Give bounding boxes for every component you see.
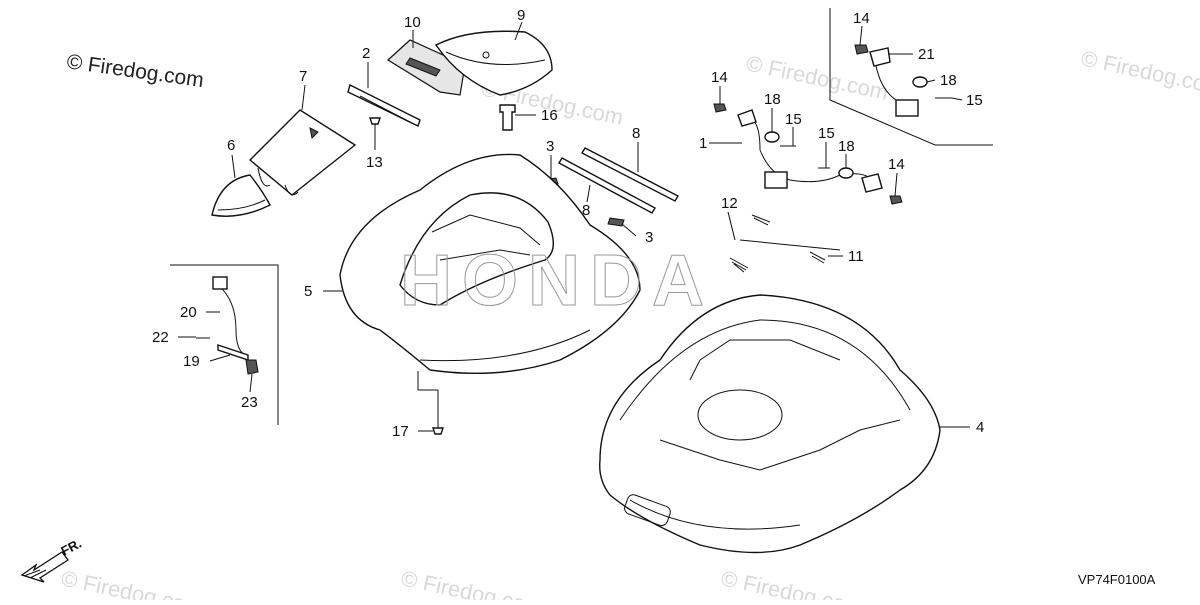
part-14-nut-a [713, 103, 727, 113]
part-7-logo [309, 127, 319, 140]
callout-2: 2 [362, 45, 370, 62]
part-4-front-edge [629, 499, 801, 530]
part-11-spring [809, 251, 826, 264]
inset-frame-right [829, 8, 993, 146]
callout-7: 7 [299, 68, 307, 85]
part-4-handle [624, 494, 671, 527]
watermark-faint: © Firedog.com [719, 565, 866, 600]
part-7-cover [248, 109, 357, 196]
callout-6: 6 [227, 137, 235, 154]
part-3-clip-b [607, 217, 625, 227]
callout-17: 17 [392, 423, 409, 440]
callout-15a: 15 [785, 111, 802, 128]
part-2-strip [347, 83, 421, 127]
part-8-rod-a [581, 147, 679, 202]
part-4-base [599, 294, 941, 554]
callout-12: 12 [721, 195, 738, 212]
arrow-hatching [23, 569, 47, 579]
inset-frame-left [170, 264, 279, 425]
brand-outline-text: HONDA [400, 241, 714, 321]
leader-lines [178, 21, 970, 432]
part-2-detail [359, 95, 411, 123]
part-21-switch [869, 47, 891, 67]
part-1-switch-a [737, 109, 757, 127]
callout-14c: 14 [853, 10, 870, 27]
part-7-clips [257, 167, 299, 196]
callout-18b: 18 [838, 138, 855, 155]
part-20-connector [212, 276, 228, 290]
part-9-edge [445, 51, 546, 65]
callout-20: 20 [180, 304, 197, 321]
callout-13: 13 [366, 154, 383, 171]
part-18-washer-a [764, 131, 780, 143]
part-10-display [405, 57, 441, 77]
part-9-hole [482, 51, 490, 59]
part-17-screw-head [432, 427, 444, 435]
watermark-faint: © Firedog.com [1079, 45, 1200, 100]
callout-15c: 15 [966, 92, 983, 109]
part-8-rod-b [558, 157, 656, 214]
callout-8b: 8 [582, 202, 590, 219]
callout-19: 19 [183, 353, 200, 370]
part-5-lower-edge [419, 329, 591, 362]
part-13-screw-head [369, 117, 381, 125]
faint-watermarks: © Firedog.com © Firedog.com © Firedog.co… [59, 45, 1200, 605]
part-1-connector [764, 171, 788, 189]
part-4-details [689, 339, 841, 381]
part-1-harness [739, 117, 876, 186]
callout-18a: 18 [764, 91, 781, 108]
part-21-connector [895, 99, 919, 117]
callout-16: 16 [541, 107, 558, 124]
callout-22: 22 [152, 329, 169, 346]
callout-18c: 18 [940, 72, 957, 89]
part-4-inner-line [659, 419, 901, 471]
watermark-faint: © Firedog.com [399, 565, 546, 600]
part-4-rim [619, 319, 911, 421]
callout-11: 11 [848, 248, 864, 265]
callout-1: 1 [699, 135, 707, 152]
watermark-main: © Firedog.com [65, 50, 205, 92]
callout-3b: 3 [645, 229, 653, 246]
part-5-opening [399, 192, 554, 306]
part-14-nut-c [854, 44, 869, 55]
part-12-bracket [739, 239, 841, 251]
callout-5: 5 [304, 283, 312, 300]
part-18-washer-c [912, 76, 928, 88]
part-18-washer-b [838, 167, 854, 179]
arrow-icon [20, 551, 69, 583]
callout-23: 23 [241, 394, 258, 411]
callout-8a: 8 [632, 125, 640, 142]
part-6-detail [217, 199, 266, 211]
callout-14b: 14 [888, 156, 905, 173]
callout-14a: 14 [711, 69, 728, 86]
part-6-front-lens [211, 174, 271, 217]
callout-9: 9 [517, 7, 525, 24]
watermark-faint: © Firedog.com [59, 565, 206, 600]
callout-4: 4 [976, 419, 984, 436]
callout-10: 10 [404, 14, 421, 31]
part-20-harness [217, 284, 246, 356]
part-9-lid [434, 30, 553, 96]
callout-15b: 15 [818, 125, 835, 142]
part-1-switch-b [861, 173, 883, 193]
part-5-internals [431, 214, 541, 261]
part-23-nut [245, 359, 259, 375]
part-12-spring-top [751, 214, 771, 226]
callout-21: 21 [918, 46, 935, 63]
part-14-nut-b [889, 195, 903, 205]
diagram-code: VP74F0100A [1078, 572, 1156, 587]
part-16-plug [499, 104, 516, 131]
part-4-center-hole [697, 389, 783, 441]
callout-3a: 3 [546, 138, 554, 155]
part-12-spring [729, 257, 749, 273]
